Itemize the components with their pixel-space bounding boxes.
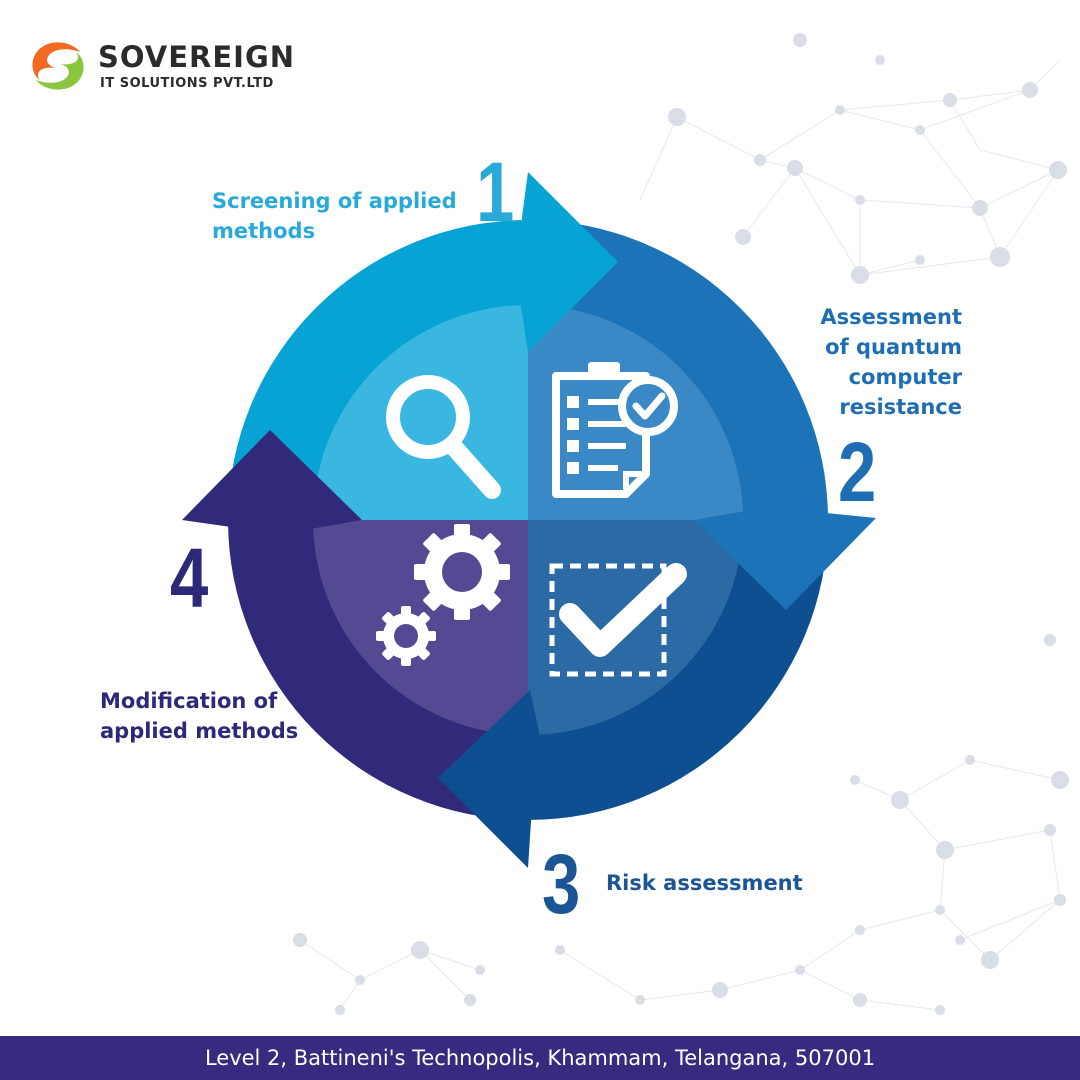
step-4-label: Modification of applied methods: [100, 689, 299, 743]
company-name: SOVEREIGN: [98, 40, 296, 74]
footer-bar: Level 2, Battineni's Technopolis, Khamma…: [0, 1036, 1080, 1080]
step-3-number: 3: [542, 837, 581, 931]
process-cycle-diagram: [182, 172, 876, 868]
arrow-head-step-4: [182, 430, 362, 528]
step-4-number: 4: [170, 531, 209, 625]
arrow-head-step-3: [438, 690, 540, 868]
footer-address: Level 2, Battineni's Technopolis, Khamma…: [204, 1046, 876, 1070]
sovereign-s-logo-icon: [32, 42, 84, 90]
step-1-number: 1: [476, 145, 515, 239]
magnifier-icon: [386, 375, 501, 499]
clipboard-checklist-icon: [552, 362, 678, 498]
company-tagline: IT SOLUTIONS PVT.LTD: [100, 76, 274, 91]
arrow-head-step-1: [520, 172, 618, 352]
gears-icon: [376, 524, 510, 666]
arrow-head-step-2: [694, 512, 876, 610]
step-2-number: 2: [838, 425, 877, 519]
step-2-label: Assessment of quantum computer resistanc…: [820, 305, 962, 419]
step-1-label: Screening of applied methods: [212, 189, 457, 243]
background-network-graphic: [293, 33, 1069, 1015]
checkbox-check-icon: [549, 563, 687, 677]
step-3-label: Risk assessment: [606, 871, 803, 895]
company-logo: SOVEREIGN IT SOLUTIONS PVT.LTD: [26, 36, 294, 96]
